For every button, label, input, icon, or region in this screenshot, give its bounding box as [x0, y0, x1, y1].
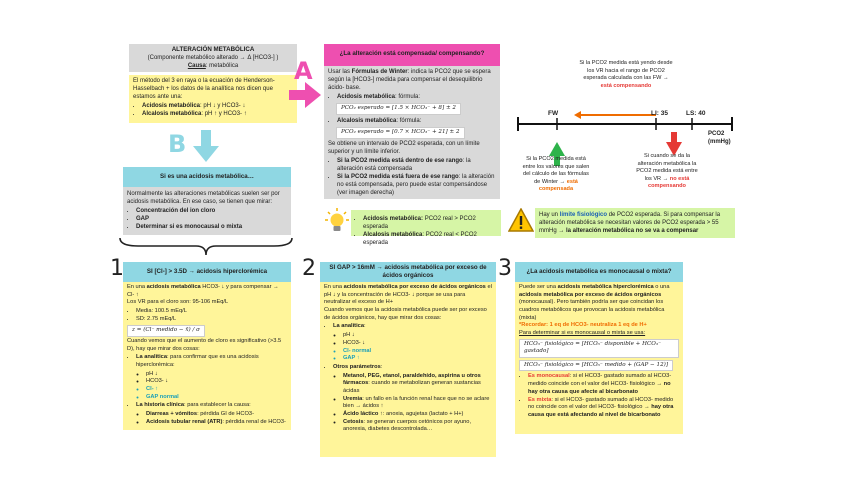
list-item: La analítica: para confirmar que es una … [136, 354, 287, 401]
arrow-down-icon [193, 130, 219, 162]
physiological-limit-note: Hay un límite fisiológico de PCO2 espera… [535, 208, 735, 238]
z-score-formula: z = (Cl⁻ medido − x̄) / σ [127, 325, 205, 337]
list-item: GAP normal [146, 394, 287, 402]
winter-formula-acidosis: PCO₂ esperado = [1.5 × HCO₃⁻ + 8] ± 2 [336, 103, 461, 115]
bulb-note: Acidosis metabólica: PCO2 real > PCO2 es… [351, 210, 501, 246]
list-item: HCO3- ↓ [343, 340, 492, 348]
list-item: Cl- ↑ [146, 386, 287, 394]
step-number-3: 3 [498, 256, 512, 281]
not-compensating-note: Si cuando se da la alteración metabólica… [636, 153, 698, 190]
list-item: Concentración del ion cloro [136, 207, 287, 215]
li-label: LI: 35 [651, 110, 668, 117]
letter-a-icon: A [294, 57, 313, 85]
list-item: pH ↓ [343, 332, 492, 340]
axis-label: PCO2 (mmHg) [708, 131, 731, 145]
pco2-axis-diagram [517, 111, 733, 166]
cause-label: Causa [187, 63, 206, 70]
list-item: Cl- normal [343, 348, 492, 356]
mono-mixed-body: Puede ser una acidosis metabólica hiperc… [515, 282, 683, 434]
list-item: La historia clínica: para establecer la … [136, 402, 287, 426]
list-item: Acidosis metabólica: PCO2 real > PCO2 es… [363, 215, 497, 231]
physiological-hco3-formula-1: HCO₃⁻ fisiológico = [HCO₃⁻ disponible + … [519, 338, 679, 358]
metabolic-alteration-header: ALTERACIÓN METABÓLICA (Componente metabó… [129, 44, 297, 72]
warning-icon [508, 208, 534, 232]
list-item: Media: 100.5 mEq/L [136, 308, 287, 316]
intro-text: El método del 3 en raya o la ecuación de… [133, 78, 275, 101]
curly-brace-icon [119, 237, 293, 256]
step-number-2: 2 [302, 256, 316, 281]
compensation-body: Usar las Fórmulas de Winter: indica la P… [324, 66, 500, 199]
fw-label: FW [548, 110, 559, 117]
list-item: Ácido láctico ↑: anoxia, agujetas (lacta… [343, 411, 492, 419]
list-item: Acidosis metabólica: fórmula: [337, 93, 496, 101]
organic-acids-header: SI GAP > 16mM → acidosis metabólica por … [320, 262, 496, 282]
list-item: Si la PCO2 medida está fuera de ese rang… [337, 173, 496, 197]
hyperchloremic-body: En una acidosis metabólica HCO3- ↓ y par… [123, 282, 291, 430]
list-item: Otros parámetros: Metanol, PEG, etanol, … [333, 364, 492, 434]
compensation-header: ¿La alteración está compensada/ compensa… [324, 44, 500, 66]
list-item: La analítica: pH ↓ HCO3- ↓ Cl- normal GA… [333, 323, 492, 362]
box-subtitle: (Componente metabólico alterado → Δ [HCO… [147, 55, 279, 62]
acidosis-body: Normalmente las alteraciones metabólicas… [123, 187, 291, 235]
hyperchloremic-header: SI [Cl-] > 3.5D → acidosis hiperclorémic… [123, 262, 291, 282]
organic-acids-body: En una acidosis metabólica por exceso de… [320, 282, 496, 457]
physiological-hco3-formula-2: HCO₃⁻ fisiológico = [HCO₃⁻ medido + (GAP… [519, 359, 674, 372]
list-item: Acidosis metabólica: pH ↓ y HCO3- ↓ [142, 102, 293, 110]
list-item: GAP [136, 215, 287, 223]
list-item: Acidosis tubular renal (ATR): pérdida re… [146, 419, 287, 427]
cause-value: : metabólica [205, 63, 239, 70]
metabolic-alteration-body: El método del 3 en raya o la ecuación de… [129, 75, 297, 123]
list-item: Cetosis: se generan cuerpos cetónicos po… [343, 419, 492, 434]
list-item: Si la PCO2 medida está dentro de ese ran… [337, 157, 496, 173]
list-item: Alcalosis metabólica: pH ↑ y HCO3- ↑ [142, 110, 293, 118]
list-item: Uremia: un fallo en la función renal hac… [343, 396, 492, 411]
compensating-note: Si la PCO2 medida está yendo desde los V… [579, 60, 673, 89]
box-title: ALTERACIÓN METABÓLICA [171, 46, 255, 53]
list-item: Alcalosis metabólica: fórmula: [337, 117, 496, 125]
arrow-right-icon [289, 82, 321, 108]
list-item: Es mixta: si el HCO3- gastado sumado al … [528, 397, 679, 420]
step-number-1: 1 [110, 256, 124, 281]
letter-b-icon: B [168, 130, 187, 158]
list-item: SD: 2.75 mEq/L [136, 316, 287, 324]
list-item: HCO3- ↓ [146, 378, 287, 386]
acidosis-header: Si es una acidosis metabólica… [123, 167, 291, 187]
list-item: Metanol, PEG, etanol, paraldehído, aspir… [343, 373, 492, 396]
mono-mixed-header: ¿La acidosis metabólica es monocausal o … [515, 262, 683, 282]
list-item: pH ↓ [146, 371, 287, 379]
list-item: Alcalosis metabólica: PCO2 real < PCO2 e… [363, 231, 497, 247]
reminder-note: *Recordar: 1 eq de HCO3- neutraliza 1 eq… [519, 322, 647, 329]
list-item: Determinar si es monocausal o mixta [136, 223, 287, 231]
winter-formula-alkalosis: PCO₂ esperado = [0.7 × HCO₃⁻ + 21] ± 2 [336, 127, 465, 139]
ls-label: LS: 40 [686, 110, 706, 117]
list-item: Es monocausal: si el HCO3- gastado sumad… [528, 373, 679, 396]
compensated-note: Si la PCO2 medida está entre los valores… [522, 156, 590, 193]
list-item: GAP ↑ [343, 355, 492, 363]
lightbulb-icon [325, 208, 349, 231]
list-item: Diarreas + vómitos: pérdida GI de HCO3- [146, 411, 287, 419]
